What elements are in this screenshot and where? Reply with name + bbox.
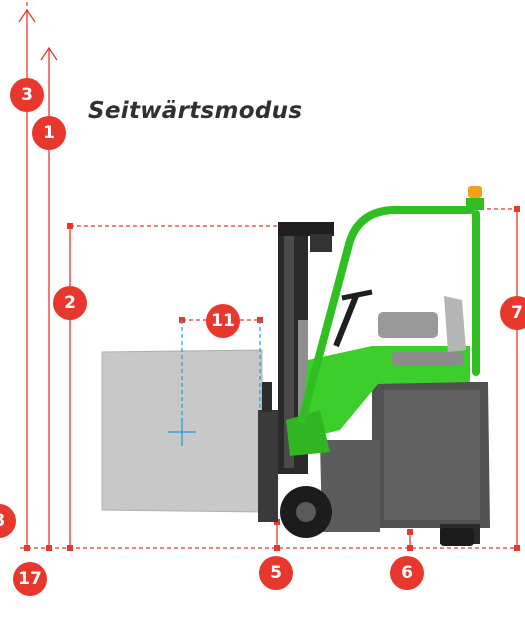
badge-6: 6	[390, 556, 424, 590]
armrest	[378, 312, 438, 338]
badge-7: 7	[500, 296, 525, 330]
mast-top	[278, 222, 334, 236]
page-title: Seitwärtsmodus	[88, 98, 303, 124]
front-wheel-hub	[296, 502, 316, 522]
rear-wheel	[440, 528, 474, 546]
mast-inner	[284, 232, 294, 468]
beacon	[468, 186, 482, 198]
dim-marker	[274, 545, 280, 551]
dim-marker	[407, 529, 413, 535]
steering-wheel	[341, 289, 373, 301]
steering-column	[333, 294, 359, 348]
badge-3: 3	[10, 78, 44, 112]
fork-plate	[262, 382, 272, 412]
mast-hose	[298, 320, 308, 450]
badge-1: 1	[32, 116, 66, 150]
fork-carriage	[258, 410, 278, 522]
dim-marker	[67, 223, 73, 229]
dim-arrow-1	[40, 46, 58, 61]
badge-8: 8	[0, 504, 16, 538]
dim-marker	[24, 545, 30, 551]
chassis-panel	[384, 390, 480, 520]
badge-2: 2	[53, 286, 87, 320]
cab-front-post	[298, 206, 474, 424]
cab-roof-beacon-base	[466, 198, 484, 210]
seat-cushion	[392, 352, 464, 366]
badge-5: 5	[259, 556, 293, 590]
dim-marker	[67, 545, 73, 551]
badge-11: 11	[206, 304, 240, 338]
chassis-lower	[320, 440, 380, 532]
green-body	[300, 346, 470, 440]
seat-back	[444, 296, 466, 352]
mast-bracket	[310, 234, 332, 252]
badge-17: 17	[13, 562, 47, 596]
green-fender	[286, 410, 330, 456]
dim-marker	[46, 545, 52, 551]
dim-marker	[407, 545, 413, 551]
dim-marker	[514, 545, 520, 551]
dim-marker	[514, 206, 520, 212]
